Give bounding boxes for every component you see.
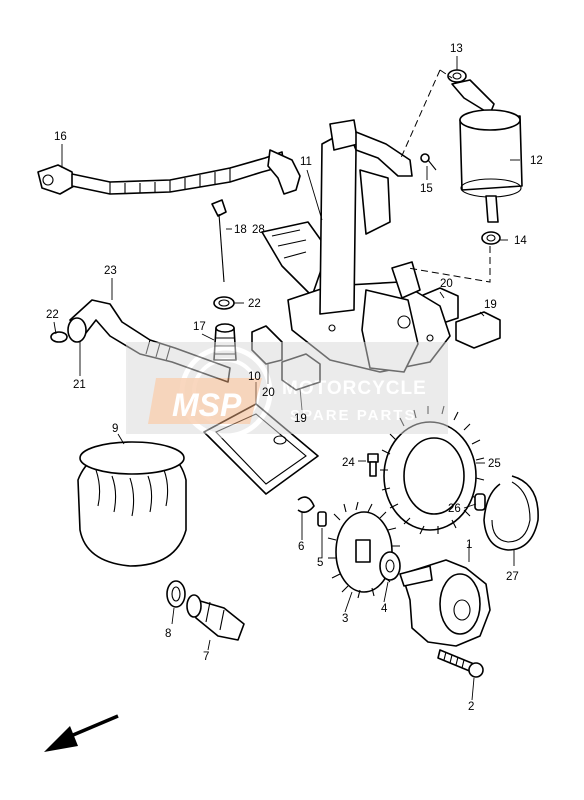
callout-label: 7	[203, 651, 209, 663]
part-4-washer	[379, 551, 401, 581]
callout-labels: 13 16 11 12 15 18 28 14 23 22 20 19 17 2…	[46, 43, 543, 713]
part-13-clamp	[447, 69, 467, 83]
part-24-bolt	[367, 453, 379, 477]
part-5-pin	[317, 511, 327, 527]
part-1-oil-pump	[399, 559, 491, 647]
leader-lines	[53, 56, 520, 701]
callout-label: 4	[381, 603, 388, 615]
part-25-gear	[380, 405, 485, 535]
part-22-clamp-left	[50, 331, 68, 343]
callout-label: 23	[104, 265, 117, 277]
callout-label: 25	[488, 458, 501, 470]
callout-label: 2	[468, 701, 474, 713]
watermark-line2: SPARE PARTS	[290, 407, 416, 424]
callout-label: 1	[466, 539, 472, 551]
watermark-logo: MSP	[172, 387, 242, 423]
callout-label: 14	[514, 235, 527, 247]
part-2-bolt	[437, 649, 484, 678]
callout-label: 21	[73, 379, 86, 391]
watermark: MSP MOTORCYCLE SPARE PARTS	[126, 342, 448, 439]
front-arrow-icon	[44, 714, 119, 752]
callout-label: 9	[112, 423, 118, 435]
part-7-union	[186, 594, 245, 641]
callout-label: 19	[294, 413, 307, 425]
callout-label: 18	[234, 224, 247, 236]
part-26-dowel	[474, 493, 486, 511]
part-19-cushion-right	[455, 311, 501, 349]
part-3-sprocket	[327, 501, 400, 599]
callout-label: 24	[342, 457, 355, 469]
callout-label: 5	[317, 557, 323, 569]
part-14-clamp	[481, 231, 501, 245]
callout-label: 13	[450, 43, 463, 55]
callout-label: 8	[165, 628, 171, 640]
callout-label: 19	[484, 299, 497, 311]
callout-label: 20	[440, 278, 453, 290]
part-27-circlip	[483, 475, 539, 551]
callout-label: 12	[530, 155, 543, 167]
callout-label: 20	[262, 387, 275, 399]
part-12-fuel-filter	[451, 79, 523, 223]
part-8-o-ring	[166, 580, 186, 608]
part-18-clip	[211, 199, 227, 283]
callout-label: 16	[54, 131, 67, 143]
callout-label: 26	[448, 503, 461, 515]
callout-label: 17	[193, 321, 206, 333]
watermark-line1: MOTORCYCLE	[282, 378, 427, 399]
watermark-logo-shape	[148, 378, 262, 424]
callout-label: 3	[342, 613, 348, 625]
callout-label: 10	[248, 371, 261, 383]
callout-label: 22	[46, 309, 59, 321]
callout-label: 11	[300, 156, 312, 168]
callout-label: 27	[506, 571, 519, 583]
callout-label: 15	[420, 183, 433, 195]
part-15-screw	[420, 153, 437, 171]
part-22-clamp-upper	[213, 296, 235, 310]
callout-label: 6	[298, 541, 304, 553]
callout-label: 28	[252, 224, 265, 236]
part-6-circlip	[297, 496, 315, 514]
part-16-hose	[37, 149, 301, 195]
callout-label: 22	[248, 298, 261, 310]
part-9-oil-filter	[77, 441, 187, 567]
